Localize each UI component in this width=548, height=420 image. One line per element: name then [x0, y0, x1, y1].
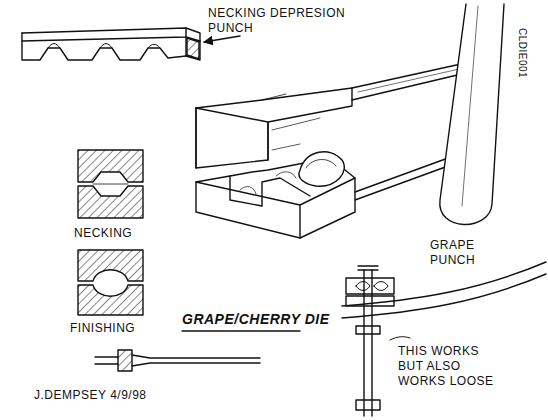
grape-cherry-die: [196, 62, 470, 238]
section-label: NECKING: [74, 226, 164, 241]
necking-section: [78, 150, 143, 218]
part-label: NECKING DEPRESION PUNCH: [208, 6, 358, 36]
necking-punch-bar: [22, 28, 240, 60]
signature: J.DEMPSEY 4/9/98: [34, 388, 194, 403]
punch-tool: [95, 350, 260, 371]
anvil-mount: [342, 262, 546, 416]
part-label: GRAPE PUNCH: [430, 238, 490, 268]
finishing-section: [78, 250, 143, 315]
title-underline: [182, 330, 300, 331]
note: THIS WORKS BUT ALSO WORKS LOOSE: [398, 344, 508, 389]
drawing-number: CLDIE001: [515, 28, 530, 108]
section-label: FINISHING: [70, 321, 170, 336]
title: GRAPE/CHERRY DIE: [182, 312, 330, 327]
grape-punch: [440, 4, 504, 225]
